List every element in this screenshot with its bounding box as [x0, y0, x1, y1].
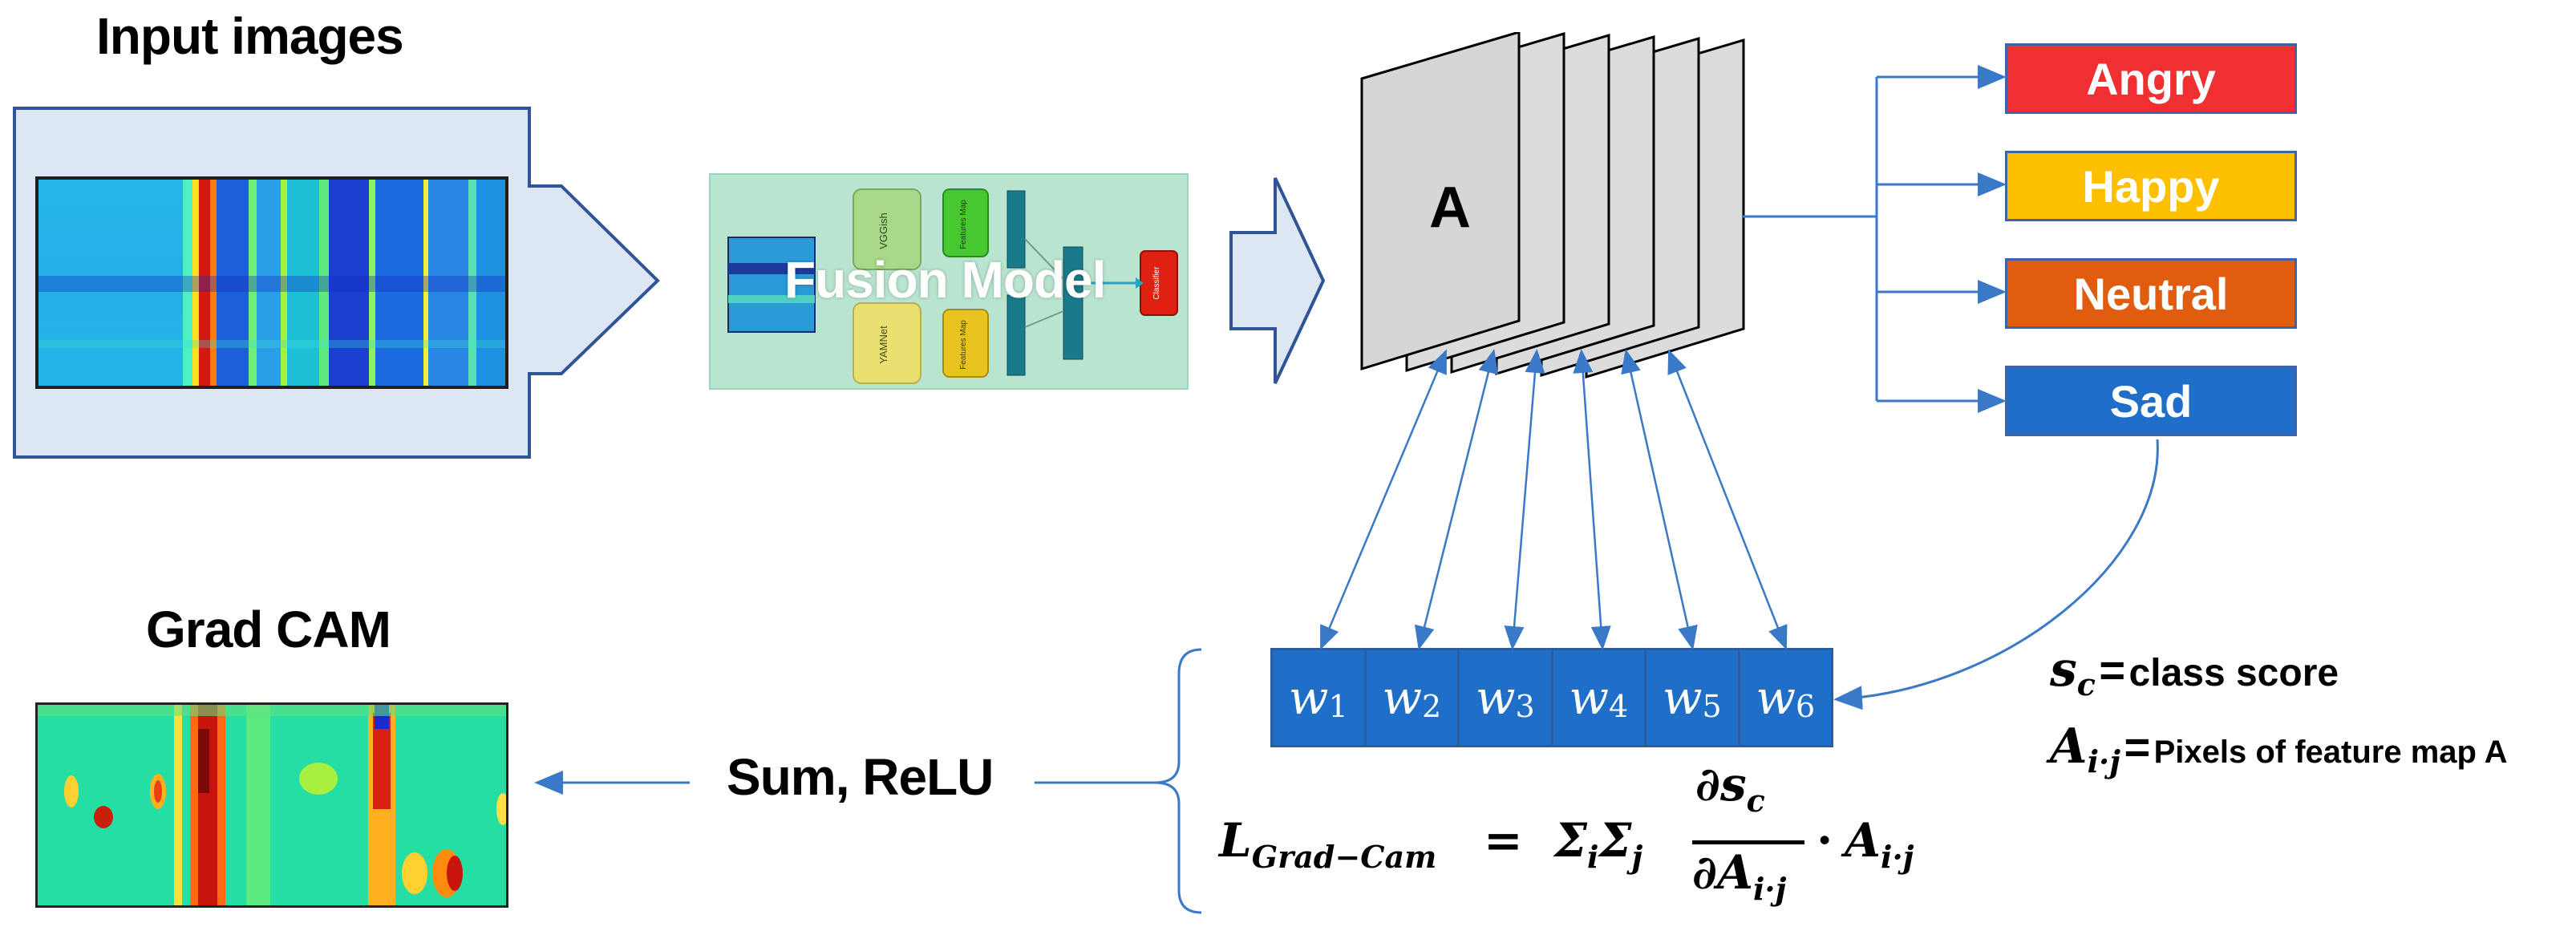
fusion-features-top-label: Features Map: [959, 200, 968, 249]
formula-lhs-sub: Grad−Cam: [1251, 839, 1437, 875]
formula-sum-j: Σ: [1598, 813, 1632, 868]
fusion-branch-bottom-label: YAMNet: [877, 326, 889, 364]
fusion-classifier-label: Classifier: [1152, 266, 1161, 300]
input-spectrogram-image: [38, 180, 505, 386]
legend-a-symbol: A: [2050, 718, 2088, 775]
formula-sum-i-sub: i: [1587, 839, 1599, 875]
legend-sc-sub: c: [2076, 666, 2096, 702]
input-images-title: Input images: [96, 7, 404, 65]
legend-sc-symbol: s: [2050, 642, 2077, 698]
fusion-branch-top-label: VGGish: [877, 212, 889, 249]
feature-map-stack: [1360, 32, 1745, 379]
fusion-features-bottom-label: Features Map: [959, 320, 968, 370]
grad-cam-formula: LGrad−Cam = ΣiΣj ∂sc ∂Ai·j · Ai·j: [1219, 757, 1914, 933]
class-happy: Happy: [2005, 151, 2297, 221]
legend-a-sub: i·j: [2087, 743, 2120, 779]
formula-tail: A: [1845, 813, 1881, 868]
grad-cam-title: Grad CAM: [146, 601, 391, 658]
feature-map-label: A: [1429, 176, 1471, 240]
arrow-to-features: [1229, 177, 1326, 384]
formula-equals: =: [1484, 813, 1523, 868]
class-angry: Angry: [2005, 43, 2297, 114]
formula-sum-i: Σ: [1554, 813, 1588, 868]
formula-numerator-sub: c: [1746, 783, 1765, 819]
fusion-model-label: Fusion Model: [784, 251, 1106, 309]
formula-numerator: ∂s: [1695, 757, 1747, 812]
legend-a-equals: =: [2124, 722, 2151, 772]
input-spectrogram: [35, 176, 508, 389]
formula-lhs: L: [1219, 813, 1252, 868]
legend-sc: sc = class score: [2050, 642, 2339, 702]
class-neutral: Neutral: [2005, 258, 2297, 329]
legend-a: Ai·j = Pixels of feature map A: [2050, 718, 2508, 779]
feature-map-layer-1: [1360, 32, 1521, 371]
formula-denominator-sub: i·j: [1752, 871, 1787, 907]
fusion-model-schematic: VGGish YAMNet Features Map Features Map …: [727, 188, 1178, 384]
sum-relu-label: Sum, ReLU: [727, 748, 994, 806]
legend-sc-text: class score: [2128, 652, 2339, 694]
grad-cam-heatmap-image: [38, 705, 506, 905]
formula-sum-j-sub: j: [1631, 839, 1643, 875]
formula-dot: ·: [1817, 813, 1833, 868]
formula-fraction-bar: [1692, 840, 1804, 844]
legend-sc-equals: =: [2099, 645, 2126, 695]
formula-tail-sub: i·j: [1881, 839, 1914, 875]
formula-denominator: ∂A: [1692, 845, 1753, 900]
legend-a-text: Pixels of feature map A: [2153, 735, 2508, 770]
class-sad: Sad: [2005, 366, 2297, 436]
grad-cam-heatmap: [35, 702, 508, 908]
fusion-model-image: VGGish YAMNet Features Map Features Map …: [709, 173, 1189, 390]
